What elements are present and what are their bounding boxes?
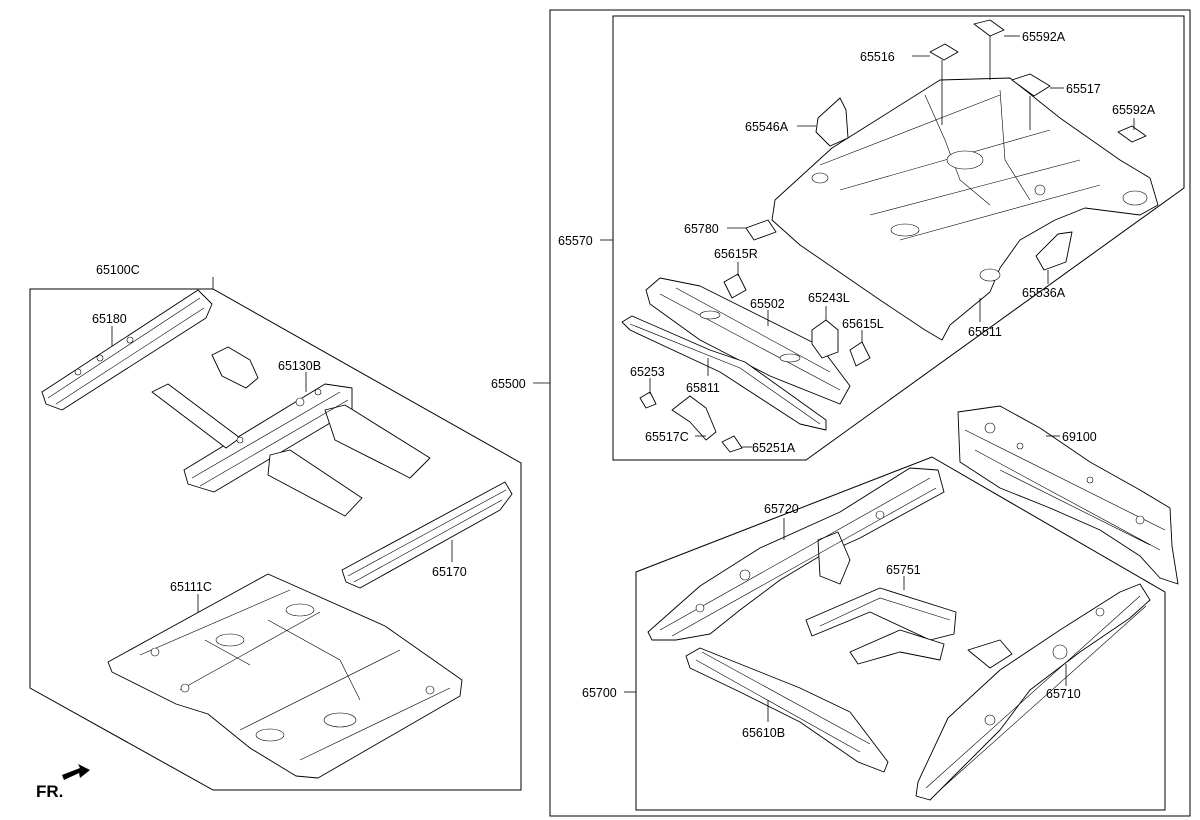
part-65502-drawing — [645, 277, 851, 405]
label-65130B[interactable]: 65130B — [278, 359, 321, 373]
part-65251A-drawing — [721, 435, 743, 453]
label-65517C[interactable]: 65517C — [645, 430, 689, 444]
frame-65500 — [549, 9, 1191, 817]
part-65720-drawing — [647, 467, 945, 641]
part-65610B-drawing — [685, 647, 889, 773]
frame-65570 — [612, 15, 1185, 461]
label-65100C[interactable]: 65100C — [96, 263, 140, 277]
part-65170-drawing — [341, 481, 513, 589]
part-65811-drawing — [621, 315, 827, 431]
part-65710-drawing — [915, 583, 1151, 801]
part-65511-drawing — [771, 77, 1159, 341]
part-65546A-drawing — [815, 97, 849, 147]
label-65180[interactable]: 65180 — [92, 312, 127, 326]
part-65780-drawing — [745, 219, 777, 241]
label-65511[interactable]: 65511 — [968, 325, 1002, 339]
part-65592A-top-drawing — [973, 19, 1005, 37]
label-65170[interactable]: 65170 — [432, 565, 467, 579]
label-65500[interactable]: 65500 — [491, 377, 526, 391]
part-65253-drawing — [639, 391, 657, 409]
label-65251A[interactable]: 65251A — [752, 441, 796, 455]
part-65516-drawing — [929, 43, 959, 61]
label-65610B[interactable]: 65610B — [742, 726, 785, 740]
label-65570[interactable]: 65570 — [558, 234, 593, 248]
part-65130B-drawing — [151, 346, 431, 517]
label-65592A-top[interactable]: 65592A — [1022, 30, 1066, 44]
label-65536A[interactable]: 65536A — [1022, 286, 1066, 300]
label-65111C[interactable]: 65111C — [170, 580, 212, 594]
part-65517-drawing — [1011, 73, 1051, 97]
frame-65700 — [635, 456, 1166, 811]
label-65243L[interactable]: 65243L — [808, 291, 850, 305]
label-65592A-right[interactable]: 65592A — [1112, 103, 1156, 117]
part-65615L-drawing — [849, 341, 871, 367]
label-65780[interactable]: 65780 — [684, 222, 719, 236]
part-65751-drawing — [805, 587, 957, 665]
label-65720[interactable]: 65720 — [764, 502, 799, 516]
direction-indicator: FR. — [36, 782, 63, 801]
label-69100[interactable]: 69100 — [1062, 430, 1097, 444]
label-65516[interactable]: 65516 — [860, 50, 895, 64]
label-65811[interactable]: 65811 — [686, 381, 720, 395]
part-65592A-right-drawing — [1117, 125, 1147, 143]
part-69100-drawing — [957, 405, 1179, 585]
label-65615L[interactable]: 65615L — [842, 317, 884, 331]
part-65615R-drawing — [723, 273, 747, 299]
part-65111C-drawing — [107, 573, 463, 779]
label-65615R[interactable]: 65615R — [714, 247, 758, 261]
label-65751[interactable]: 65751 — [886, 563, 921, 577]
label-65253[interactable]: 65253 — [630, 365, 665, 379]
part-65536A-drawing — [1035, 231, 1073, 271]
label-65710[interactable]: 65710 — [1046, 687, 1081, 701]
front-arrow-icon — [62, 764, 90, 780]
label-65502[interactable]: 65502 — [750, 297, 785, 311]
label-65700[interactable]: 65700 — [582, 686, 617, 700]
part-65180-drawing — [41, 289, 213, 411]
part-65517C-drawing — [671, 395, 717, 441]
label-65546A[interactable]: 65546A — [745, 120, 789, 134]
label-65517[interactable]: 65517 — [1066, 82, 1101, 96]
